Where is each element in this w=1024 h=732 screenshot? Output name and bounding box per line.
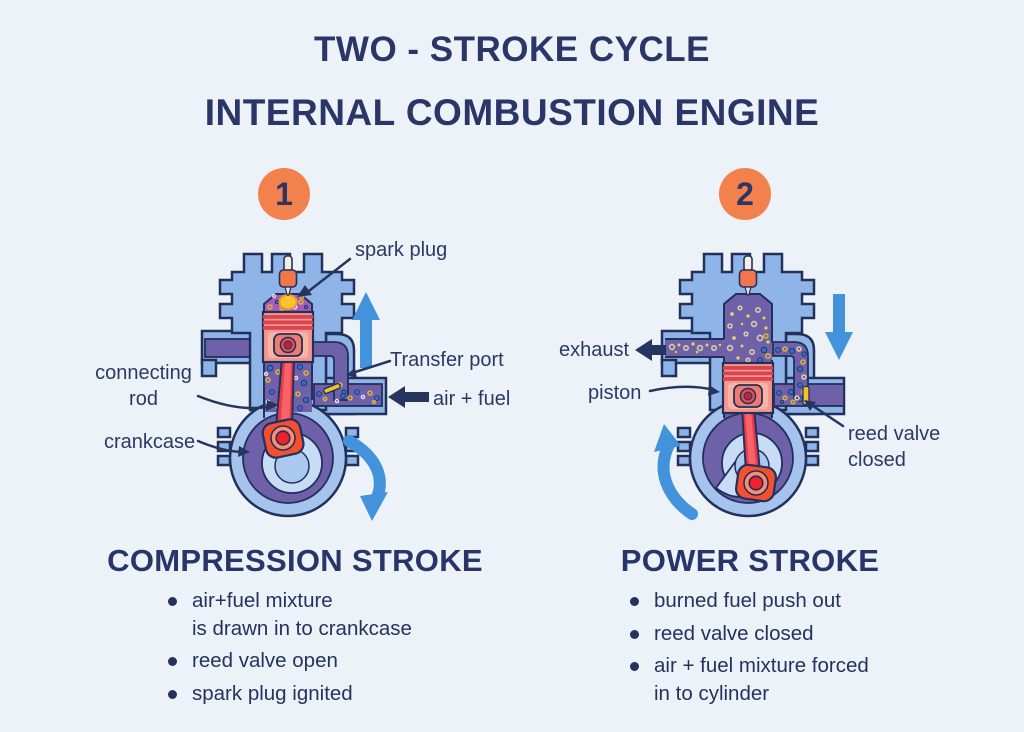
bullet-text: reed valve closed (654, 621, 814, 645)
spark-plug-icon (738, 255, 758, 296)
step-1-number: 1 (275, 175, 293, 212)
power-stroke-heading: POWER STROKE (620, 543, 880, 578)
bullet-text: air + fuel mixture forced (654, 654, 869, 677)
step-2-number: 2 (736, 175, 754, 212)
piston-label: piston (588, 382, 642, 404)
piston (721, 361, 775, 415)
reed-valve-label: reed valve closed (848, 421, 940, 473)
ignition-flame-icon (278, 294, 298, 310)
list-item: air + fuel mixture forced in to cylinder (630, 652, 960, 707)
bullet-text: in to cylinder (654, 681, 770, 705)
bullet-dot (168, 657, 177, 666)
piston (261, 310, 315, 364)
exhaust-flow-dots (668, 341, 722, 354)
list-item: reed valve closed (630, 620, 960, 648)
connecting-rod (735, 407, 777, 503)
reed-valve-open (323, 382, 341, 395)
bullet-text: burned fuel push out (654, 589, 841, 612)
compression-stroke-heading: COMPRESSION STROKE (107, 543, 483, 578)
transfer-port-label: Transfer port (390, 349, 504, 371)
bullet-text: reed valve open (192, 649, 338, 672)
step-1-badge: 1 (258, 168, 310, 220)
bullet-dot (168, 597, 177, 606)
reed-valve-label-line2: closed (848, 449, 906, 471)
bullet-text: spark plug ignited (192, 681, 353, 705)
spark-plug-icon (278, 255, 298, 296)
exhaust-label: exhaust (559, 339, 630, 361)
list-item: reed valve open (168, 647, 498, 675)
list-item: burned fuel push out (630, 587, 960, 615)
reed-valve-closed (802, 385, 810, 406)
bullet-dot (630, 629, 639, 639)
crankcase-label: crankcase (104, 431, 196, 453)
connecting-rod-label: connecting rod (92, 360, 195, 412)
intake-mixture-dots (776, 388, 800, 405)
power-bullet-list: burned fuel push out reed valve closed a… (630, 587, 960, 712)
power-engine-illustration (660, 252, 846, 518)
list-item: spark plug ignited (168, 680, 498, 708)
compression-engine-illustration (200, 252, 388, 518)
compression-bullet-list: air+fuel mixture is drawn in to crankcas… (168, 587, 498, 712)
page-title-line2: INTERNAL COMBUSTION ENGINE (204, 92, 820, 133)
bullet-dot (630, 597, 639, 606)
list-item: air+fuel mixture is drawn in to crankcas… (168, 587, 498, 642)
bullet-dot (168, 689, 177, 699)
bullet-dot (630, 662, 639, 671)
burned-gas-dots (726, 305, 772, 363)
bullet-text: is drawn in to crankcase (192, 616, 412, 640)
reed-valve-label-line1: reed valve (848, 423, 941, 445)
connecting-rod-label-line1: connecting (95, 362, 192, 384)
connecting-rod-label-line2: rod (129, 388, 158, 410)
page-title-line1: TWO - STROKE CYCLE (314, 30, 710, 69)
spark-plug-label: spark plug (355, 239, 448, 261)
bullet-text: air+fuel mixture (192, 589, 333, 612)
step-2-badge: 2 (719, 168, 771, 220)
air-fuel-label: air + fuel (433, 388, 511, 410)
